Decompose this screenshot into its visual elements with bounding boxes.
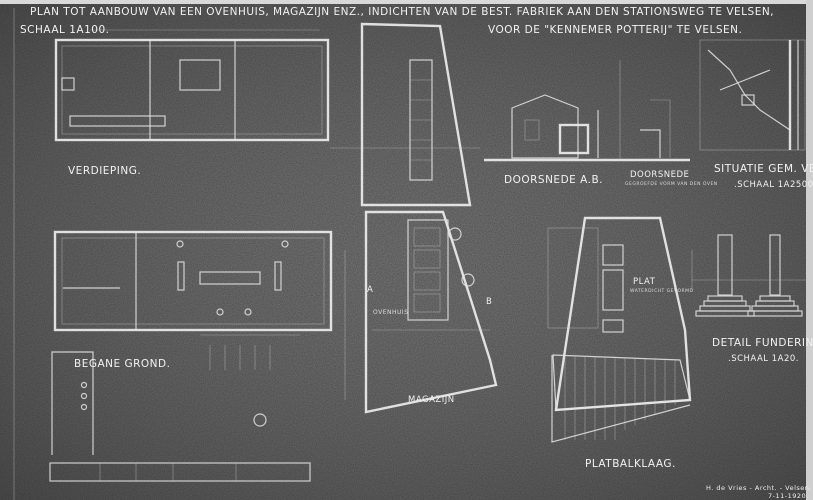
label-doorsnede-sub: GEGROEFDE VORM VAN DEN OVEN: [625, 181, 718, 187]
signature-date: 7-11-1920.: [768, 492, 809, 500]
detail-fundering: [691, 234, 808, 317]
title-line-2: VOOR DE "KENNEMER POTTERIJ" TE VELSEN.: [488, 24, 742, 36]
begane-grond-plan: [53, 230, 333, 427]
label-situatie-scale: .SCHAAL 1A2500.: [734, 180, 813, 190]
label-begane-grond: BEGANE GROND.: [74, 358, 170, 370]
doorsnede-ab-section: [484, 60, 690, 162]
label-point-b: B: [486, 297, 492, 307]
label-magazijn: MAGAZIJN: [408, 395, 455, 405]
magazijn-plan: [344, 210, 498, 414]
label-verdieping: VERDIEPING.: [68, 165, 141, 177]
label-plat-sub: WATERDICHT GEVORMD: [630, 288, 694, 294]
legend-box: [49, 351, 311, 482]
label-point-a: A: [367, 285, 373, 295]
label-platbalklaag: PLATBALKLAAG.: [585, 458, 676, 470]
verdieping-plan: [54, 29, 330, 142]
label-plat: PLAT: [633, 277, 656, 287]
label-detail-scale: .SCHAAL 1A20.: [728, 354, 799, 364]
label-doorsnede: DOORSNEDE: [630, 170, 689, 180]
title-scale: SCHAAL 1A100.: [20, 24, 109, 36]
signature-name: H. de Vries - Archt. - Velsen.: [706, 484, 812, 492]
situatie-map: [699, 39, 806, 151]
ovenhuis-upper-plan: [330, 22, 480, 207]
paper-edge: [0, 0, 813, 4]
label-doorsnede-ab: DOORSNEDE A.B.: [504, 174, 603, 186]
label-detail-fundering: DETAIL FUNDERING.: [712, 337, 813, 349]
label-ovenhuis: OVENHUIS: [373, 309, 408, 316]
title-line-1: PLAN TOT AANBOUW VAN EEN OVENHUIS, MAGAZ…: [30, 6, 774, 18]
label-situatie: SITUATIE GEM. VELSEN.: [714, 163, 813, 175]
platbalklaag-plan: [547, 216, 692, 443]
